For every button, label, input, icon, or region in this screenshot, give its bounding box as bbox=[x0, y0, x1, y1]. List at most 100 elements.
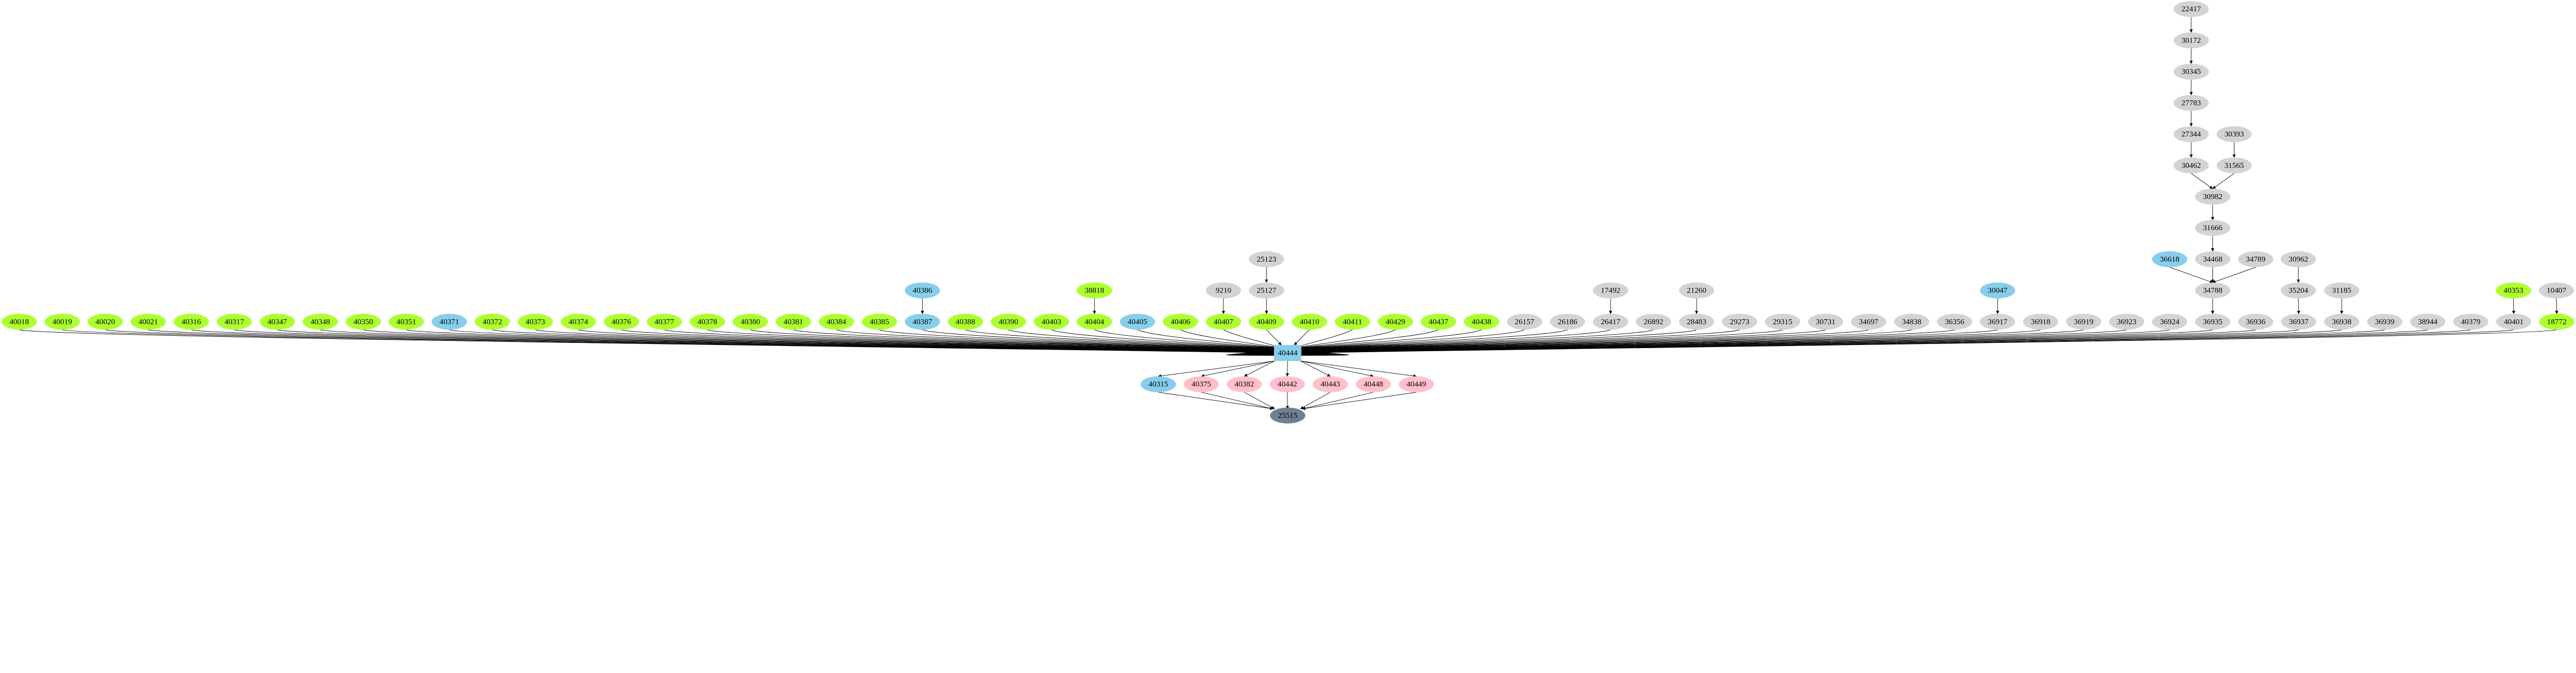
upstream-node[interactable]: 27344 bbox=[2173, 126, 2209, 143]
input-node[interactable]: 40429 bbox=[1378, 314, 1413, 330]
upstream-node[interactable]: 9210 bbox=[1206, 282, 1241, 299]
input-node[interactable]: 34838 bbox=[1894, 314, 1929, 330]
upstream-node[interactable]: 35204 bbox=[2280, 282, 2316, 299]
upstream-node[interactable]: 34789 bbox=[2238, 251, 2274, 267]
input-node[interactable]: 36939 bbox=[2367, 314, 2402, 330]
upstream-node[interactable]: 22417 bbox=[2173, 1, 2209, 18]
input-node[interactable]: 40404 bbox=[1077, 314, 1112, 330]
input-node[interactable]: 36937 bbox=[2281, 314, 2316, 330]
input-node[interactable]: 40376 bbox=[603, 314, 639, 330]
upstream-node[interactable]: 30462 bbox=[2173, 157, 2209, 174]
input-node[interactable]: 34697 bbox=[1851, 314, 1887, 330]
input-node[interactable]: 40388 bbox=[947, 314, 984, 330]
input-node[interactable]: 40409 bbox=[1249, 314, 1284, 330]
output-node[interactable]: 40375 bbox=[1183, 376, 1219, 392]
input-node[interactable]: 26417 bbox=[1592, 314, 1629, 330]
input-node[interactable]: 26186 bbox=[1550, 314, 1585, 330]
upstream-node[interactable]: 31565 bbox=[2216, 157, 2252, 174]
input-node[interactable]: 40401 bbox=[2496, 314, 2532, 330]
input-node[interactable]: 36918 bbox=[2023, 314, 2059, 330]
hub-node[interactable]: 40444 bbox=[1274, 345, 1301, 361]
input-node[interactable]: 40406 bbox=[1163, 314, 1198, 330]
input-node[interactable]: 26892 bbox=[1636, 314, 1671, 330]
upstream-node[interactable]: 40386 bbox=[905, 282, 940, 299]
upstream-node[interactable]: 30172 bbox=[2173, 32, 2209, 48]
input-node[interactable]: 26157 bbox=[1506, 314, 1543, 330]
upstream-node[interactable]: 25127 bbox=[1249, 282, 1284, 299]
sink-node[interactable]: 25515 bbox=[1270, 407, 1306, 424]
upstream-node[interactable]: 25123 bbox=[1249, 251, 1284, 267]
input-node[interactable]: 40384 bbox=[819, 314, 854, 330]
input-node[interactable]: 40021 bbox=[130, 314, 166, 330]
node-shape bbox=[1506, 314, 1543, 330]
upstream-node[interactable]: 30393 bbox=[2216, 126, 2252, 143]
input-node[interactable]: 40374 bbox=[561, 314, 596, 330]
input-node[interactable]: 36923 bbox=[2109, 314, 2144, 330]
input-node[interactable]: 38944 bbox=[2410, 314, 2446, 330]
upstream-node[interactable]: 30047 bbox=[1980, 282, 2015, 299]
input-node[interactable]: 18772 bbox=[2539, 314, 2574, 330]
input-node[interactable]: 40405 bbox=[1120, 314, 1155, 330]
input-node[interactable]: 40411 bbox=[1335, 314, 1370, 330]
upstream-node[interactable]: 38818 bbox=[1077, 282, 1112, 299]
input-node[interactable]: 40371 bbox=[431, 314, 467, 330]
input-node[interactable]: 36917 bbox=[1980, 314, 2015, 330]
input-node[interactable]: 36935 bbox=[2195, 314, 2230, 330]
upstream-node[interactable]: 21260 bbox=[1679, 282, 1715, 299]
upstream-node[interactable]: 27783 bbox=[2173, 95, 2209, 111]
upstream-node[interactable]: 30962 bbox=[2280, 251, 2316, 267]
upstream-node[interactable]: 31666 bbox=[2195, 220, 2230, 236]
input-node[interactable]: 40018 bbox=[2, 314, 37, 330]
input-node[interactable]: 40348 bbox=[302, 314, 338, 330]
input-node[interactable]: 40350 bbox=[346, 314, 381, 330]
output-node[interactable]: 40443 bbox=[1313, 376, 1348, 392]
upstream-node[interactable]: 34468 bbox=[2195, 251, 2230, 267]
input-node[interactable]: 40385 bbox=[861, 314, 897, 330]
input-node[interactable]: 40019 bbox=[44, 314, 80, 330]
output-node[interactable]: 40382 bbox=[1227, 376, 1262, 392]
input-node[interactable]: 36924 bbox=[2152, 314, 2188, 330]
input-node[interactable]: 29273 bbox=[1722, 314, 1757, 330]
input-node[interactable]: 40403 bbox=[1033, 314, 1069, 330]
upstream-node[interactable]: 30345 bbox=[2173, 63, 2209, 80]
input-node[interactable]: 40377 bbox=[647, 314, 682, 330]
output-node[interactable]: 40449 bbox=[1398, 376, 1434, 392]
input-node[interactable]: 40316 bbox=[174, 314, 209, 330]
input-node[interactable]: 30731 bbox=[1808, 314, 1843, 330]
upstream-node[interactable]: 17492 bbox=[1592, 282, 1629, 299]
input-node[interactable]: 40020 bbox=[88, 314, 123, 330]
input-node[interactable]: 40438 bbox=[1464, 314, 1499, 330]
input-node[interactable]: 36356 bbox=[1937, 314, 1973, 330]
input-node[interactable]: 40407 bbox=[1206, 314, 1241, 330]
input-node[interactable]: 40372 bbox=[474, 314, 510, 330]
input-node[interactable]: 36938 bbox=[2324, 314, 2360, 330]
input-node[interactable]: 40347 bbox=[260, 314, 295, 330]
node-shape bbox=[1550, 314, 1585, 330]
output-node[interactable]: 40315 bbox=[1141, 376, 1176, 392]
input-node[interactable]: 40373 bbox=[517, 314, 553, 330]
upstream-node[interactable]: 40353 bbox=[2496, 282, 2531, 299]
input-node[interactable]: 40437 bbox=[1421, 314, 1456, 330]
input-node[interactable]: 40410 bbox=[1292, 314, 1327, 330]
input-node[interactable]: 40390 bbox=[991, 314, 1026, 330]
upstream-node[interactable]: 36618 bbox=[2152, 251, 2188, 267]
upstream-node[interactable]: 30982 bbox=[2195, 188, 2230, 205]
output-node[interactable]: 40448 bbox=[1355, 376, 1391, 392]
upstream-node[interactable]: 10407 bbox=[2538, 282, 2574, 299]
input-node[interactable]: 40380 bbox=[733, 314, 768, 330]
upstream-node[interactable]: 34788 bbox=[2195, 282, 2230, 299]
upstream-node[interactable]: 31185 bbox=[2324, 282, 2360, 299]
input-node[interactable]: 40379 bbox=[2453, 314, 2488, 330]
input-node[interactable]: 40381 bbox=[775, 314, 811, 330]
input-node[interactable]: 40378 bbox=[689, 314, 725, 330]
input-node[interactable]: 36919 bbox=[2066, 314, 2102, 330]
input-node[interactable]: 36936 bbox=[2238, 314, 2274, 330]
input-node[interactable]: 40317 bbox=[216, 314, 252, 330]
input-node[interactable]: 29315 bbox=[1765, 314, 1801, 330]
node-label: 40382 bbox=[1234, 380, 1254, 389]
node-shape bbox=[2538, 282, 2574, 299]
input-node[interactable]: 40351 bbox=[388, 314, 424, 330]
output-node[interactable]: 40442 bbox=[1269, 376, 1305, 392]
input-node[interactable]: 40387 bbox=[905, 314, 940, 330]
input-node[interactable]: 28483 bbox=[1679, 314, 1715, 330]
